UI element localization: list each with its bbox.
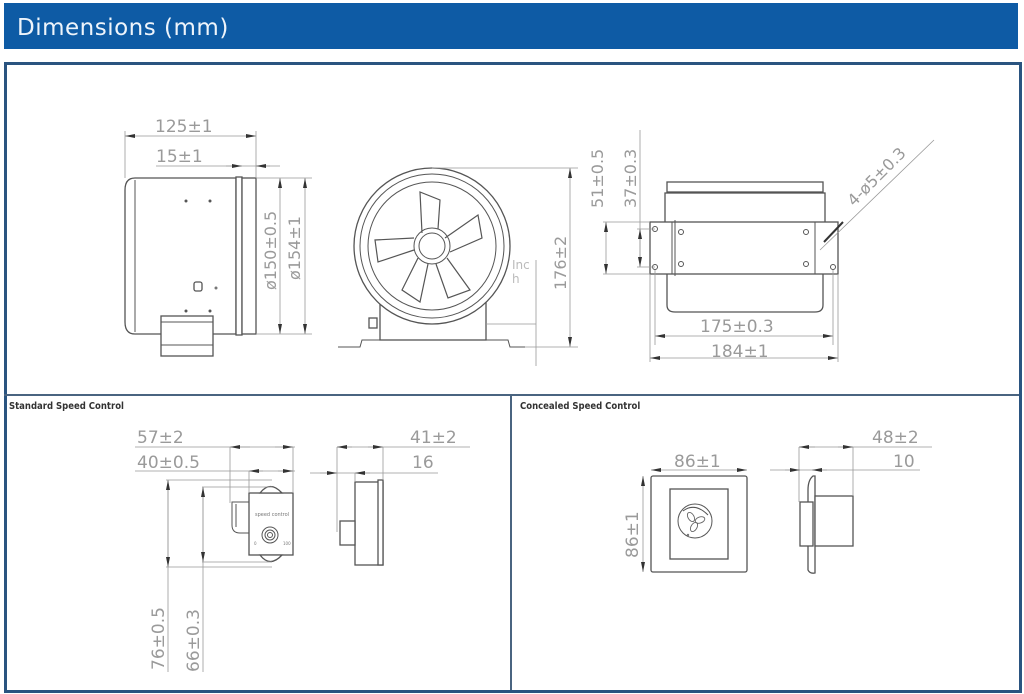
standard-speed-control-drawing: speed control 0 100 57±2 40±0.5 76±0.5 6… — [135, 428, 470, 672]
svg-text:100: 100 — [283, 541, 291, 546]
svg-text:76±0.5: 76±0.5 — [149, 607, 169, 670]
svg-text:40±0.5: 40±0.5 — [137, 453, 200, 473]
fan-front-view: Inc h 176±2 — [338, 167, 578, 366]
svg-text:Inc: Inc — [512, 258, 530, 272]
fan-top-view: 4-ø5±0.3 51±0.5 37±0.3 175±0.3 184±1 — [588, 130, 935, 362]
page-title: Dimensions (mm) — [17, 15, 229, 41]
svg-text:0: 0 — [254, 541, 257, 546]
drawing-frame — [4, 62, 1022, 693]
svg-text:57±2: 57±2 — [137, 428, 184, 448]
svg-text:125±1: 125±1 — [155, 117, 213, 137]
svg-text:48±2: 48±2 — [872, 428, 919, 448]
svg-text:4-ø5±0.3: 4-ø5±0.3 — [843, 144, 909, 210]
svg-text:ø154±1: ø154±1 — [285, 216, 304, 280]
concealed-speed-control-drawing: 86±1 86±1 48±2 10 — [623, 428, 932, 574]
svg-text:86±1: 86±1 — [674, 452, 721, 472]
svg-text:175±0.3: 175±0.3 — [700, 317, 774, 337]
svg-text:h: h — [512, 272, 520, 286]
standard-speed-control-label: Standard Speed Control — [9, 401, 124, 412]
svg-text:41±2: 41±2 — [410, 428, 457, 448]
fan-side-view: 125±1 15±1 ø150±0.5 ø154±1 — [124, 117, 312, 357]
svg-text:66±0.3: 66±0.3 — [184, 609, 204, 672]
svg-text:51±0.5: 51±0.5 — [588, 149, 607, 208]
svg-text:86±1: 86±1 — [623, 511, 643, 558]
svg-text:16: 16 — [412, 453, 434, 473]
section-header: Dimensions (mm) — [4, 3, 1018, 49]
svg-text:37±0.3: 37±0.3 — [621, 149, 640, 208]
concealed-speed-control-label: Concealed Speed Control — [520, 401, 641, 412]
svg-text:10: 10 — [893, 452, 915, 472]
svg-text:15±1: 15±1 — [156, 147, 203, 167]
vertical-divider — [510, 395, 512, 690]
svg-text:184±1: 184±1 — [711, 342, 769, 362]
svg-text:176±2: 176±2 — [551, 236, 570, 290]
svg-text:speed control: speed control — [255, 512, 289, 518]
svg-text:ø150±0.5: ø150±0.5 — [261, 211, 280, 290]
